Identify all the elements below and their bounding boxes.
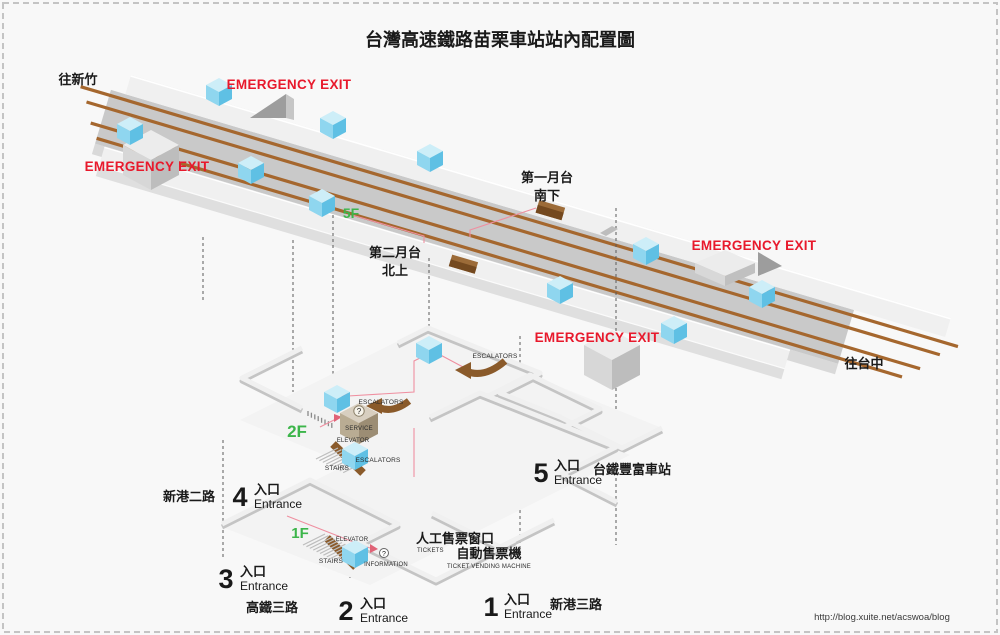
road-gaotie-3rd: 高鐵三路 xyxy=(246,600,299,615)
entrance-zh: 入口 xyxy=(240,564,266,579)
direction-to-taichung: 往台中 xyxy=(844,356,883,371)
service-label: SERVICE xyxy=(345,426,373,432)
entrance-en: Entrance xyxy=(240,579,288,593)
elevator-1f: ELEVATOR xyxy=(336,537,369,568)
page-title: 台灣高速鐵路苗栗車站站內配置圖 xyxy=(365,29,635,50)
platform2-name: 第二月台 xyxy=(369,245,421,260)
escalator-arrowhead xyxy=(455,362,471,379)
platform-escalator-opening xyxy=(448,200,566,274)
platform2-side-face xyxy=(95,165,785,380)
road-xingang-2nd: 新港二路 xyxy=(163,489,216,504)
elevator-label: ELEVATOR xyxy=(337,438,370,444)
entrance-zh: 入口 xyxy=(254,482,280,497)
entrance-3: 3 入口 Entrance xyxy=(218,564,288,594)
floor-label-1f: 1F xyxy=(291,525,309,542)
service-counter: ? SERVICE xyxy=(340,403,378,444)
entrance-zh: 入口 xyxy=(504,592,530,607)
entrance-en: Entrance xyxy=(254,497,302,511)
escalators-label: ESCALATORS xyxy=(472,353,518,360)
fare-gates xyxy=(307,411,333,428)
emergency-exit-label: EMERGENCY EXIT xyxy=(85,159,210,174)
platform2-label: 第二月台 北上 xyxy=(369,245,421,278)
entrance-number: 3 xyxy=(218,564,233,594)
service-question-mark: ? xyxy=(357,407,362,416)
rails xyxy=(80,85,959,379)
platform-stub xyxy=(600,226,618,236)
ticket-machine-zh: 自動售票機 xyxy=(456,546,521,561)
floor-label-5f: 5F xyxy=(343,205,360,221)
platform1-name: 第一月台 xyxy=(521,170,573,185)
floor-label-2f: 2F xyxy=(287,422,307,441)
entrance-number: 5 xyxy=(533,458,548,488)
entrance-number: 2 xyxy=(338,596,353,626)
elevator-2f: ELEVATOR xyxy=(337,438,370,470)
platform2-direction: 北上 xyxy=(382,263,408,278)
escalators-label: ESCALATORS xyxy=(355,457,401,464)
information-point: ? INFORMATION xyxy=(364,548,408,568)
ticket-window-en: TICKETS xyxy=(417,548,444,554)
track-bed xyxy=(95,89,855,364)
ticket-window-zh: 人工售票窗口 xyxy=(416,531,494,546)
escalator-arrowhead xyxy=(366,398,382,414)
entrance-zh: 入口 xyxy=(360,596,386,611)
emergency-exit-label: EMERGENCY EXIT xyxy=(227,77,352,92)
stairs-label: STAIRS xyxy=(325,465,350,472)
information-question-mark: ? xyxy=(382,551,386,558)
ticket-machine-label: 自動售票機 TICKET VENDING MACHINE xyxy=(447,546,531,570)
information-label: INFORMATION xyxy=(364,562,408,568)
emergency-exit-structures xyxy=(123,94,782,390)
ticket-machine-en: TICKET VENDING MACHINE xyxy=(447,564,531,570)
ticket-window-label: 人工售票窗口 TICKETS xyxy=(416,531,494,554)
nearby-tra-station: 台鐵豐富車站 xyxy=(593,462,671,477)
emergency-exit-label: EMERGENCY EXIT xyxy=(535,330,660,345)
entrance-zh: 入口 xyxy=(554,458,580,473)
emergency-exit-ramp-side xyxy=(286,94,294,120)
platform1-direction: 南下 xyxy=(534,188,560,203)
platform2-deck xyxy=(98,146,791,369)
emergency-exit-ramp xyxy=(250,94,286,118)
credit-url: http://blog.xuite.net/acswoa/blog xyxy=(814,612,950,623)
service-info-circle xyxy=(353,405,365,417)
entrance-5: 5 入口 Entrance xyxy=(533,458,602,488)
entrance-en: Entrance xyxy=(504,607,552,621)
entrance-number: 4 xyxy=(232,482,247,512)
escalators-label: ESCALATORS xyxy=(358,399,404,406)
road-xingang-3rd: 新港三路 xyxy=(550,597,603,612)
entrance-1: 1 入口 Entrance xyxy=(483,592,552,622)
entrance-number: 1 xyxy=(483,592,498,622)
stairs-label: STAIRS xyxy=(319,558,344,565)
entrance-en: Entrance xyxy=(360,611,408,625)
elevator-label: ELEVATOR xyxy=(336,537,369,543)
platform1-label: 第一月台 南下 xyxy=(521,170,573,203)
emergency-exit-label: EMERGENCY EXIT xyxy=(692,238,817,253)
entrance-4: 4 入口 Entrance xyxy=(232,482,302,512)
direction-to-hsinchu: 往新竹 xyxy=(58,72,97,87)
entrance-en: Entrance xyxy=(554,473,602,487)
entrance-2: 2 入口 Entrance xyxy=(338,596,408,626)
emergency-exit-ramp xyxy=(758,252,782,276)
